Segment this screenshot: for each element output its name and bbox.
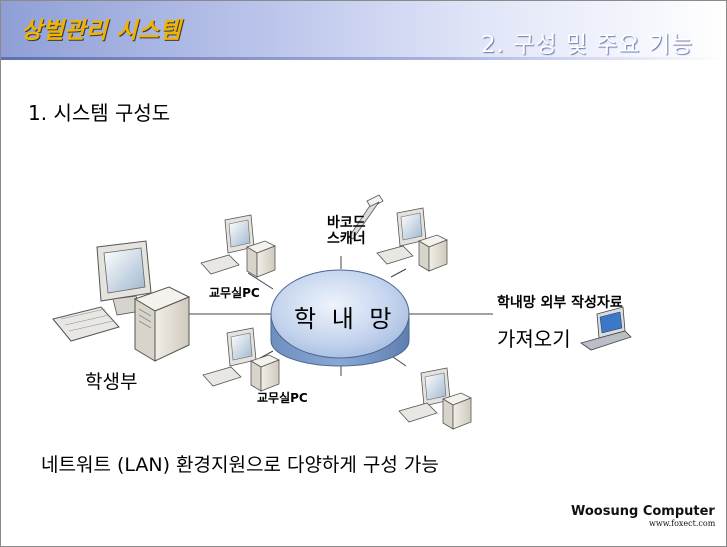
faculty-pc-bottom-label: 교무실PC — [257, 391, 308, 405]
laptop-icon — [580, 306, 632, 351]
fetch-label: 가져오기 — [497, 327, 571, 351]
barcode-label-line1: 바코드 — [327, 215, 366, 231]
network-disk-icon — [270, 269, 410, 367]
brand-title: 상벌관리 시스템 — [21, 18, 182, 44]
faculty-pc-top-icon — [200, 214, 276, 278]
student-office-computer-icon — [52, 240, 191, 362]
header-divider — [1, 57, 726, 60]
barcode-scanner-label: 바코드 스캐너 — [327, 215, 366, 247]
faculty-pc-bottom-icon — [202, 327, 280, 392]
faculty-pc-top-label: 교무실PC — [209, 286, 260, 300]
header-bar — [1, 1, 726, 57]
barcode-scanner-icon — [348, 194, 384, 240]
company-website: www.foxect.com — [649, 519, 716, 528]
barcode-label-line2: 스캐너 — [327, 231, 366, 247]
network-label: 학 내 망 — [294, 305, 396, 333]
network-pc-bottom-icon — [398, 367, 472, 430]
barcode-pc-icon — [376, 207, 448, 272]
external-data-label: 학내망 외부 작성자료 — [497, 295, 623, 311]
page-heading: 1. 시스템 구성도 — [28, 101, 171, 125]
section-title: 2. 구성 및 주요 기능 — [481, 32, 694, 58]
student-office-label: 학생부 — [85, 371, 138, 393]
caption: 네트워트 (LAN) 환경지원으로 다양하게 구성 가능 — [41, 454, 439, 476]
company-name: Woosung Computer — [571, 504, 715, 519]
